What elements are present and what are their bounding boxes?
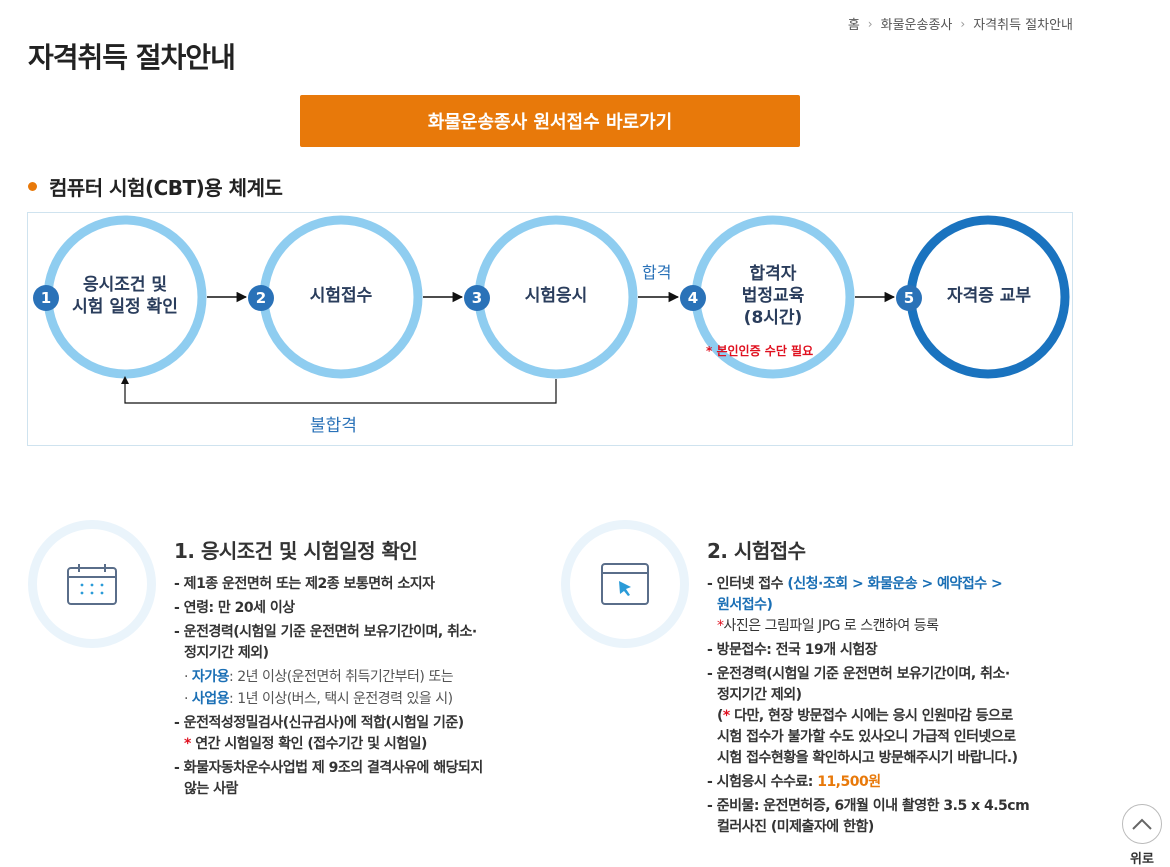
chevron-right-icon: › (960, 16, 966, 31)
step-1-label: 응시조건 및 시험 일정 확인 (72, 275, 178, 317)
step-2-label: 시험접수 (309, 286, 373, 306)
chevron-up-icon (1132, 818, 1152, 830)
breadcrumb-current: 자격취득 절차안내 (973, 18, 1073, 33)
step-1-list: - 제1종 운전면허 또는 제2종 보통면허 소지자 - 연령: 만 20세 이… (174, 574, 544, 803)
step-4-badge: 4 (680, 285, 706, 311)
step-5-badge: 5 (896, 285, 922, 311)
fail-return-arrowhead (121, 376, 129, 384)
step-1-title: 1. 응시조건 및 시험일정 확인 (174, 539, 418, 563)
list-item: - 운전경력(시험일 기준 운전면허 보유기간이며, 취소·정지기간 제외) (174, 624, 477, 661)
list-item: - 운전적성정밀검사(신규검사)에 적합(시험일 기준)* 연간 시험일정 확인… (174, 715, 464, 752)
list-item: · 자가용: 2년 이상(운전면허 취득기간부터) 또는 (184, 669, 454, 685)
list-item: - 연령: 만 20세 이상 (174, 600, 295, 616)
page-title: 자격취득 절차안내 (28, 41, 236, 74)
chevron-right-icon: › (867, 16, 873, 31)
auth-required-note: * 본인인증 수단 필요 (706, 344, 814, 358)
pass-label: 합격 (642, 263, 672, 282)
fail-return-arrow (124, 379, 557, 404)
window-cursor-icon-circle (561, 520, 689, 648)
calendar-icon-circle (28, 520, 156, 648)
bullet-dot-icon (28, 182, 37, 191)
section-title: 컴퓨터 시험(CBT)용 체계도 (28, 172, 283, 201)
list-item: - 인터넷 접수 (신청·조회 > 화물운송 > 예약접수 > 원서접수) *사… (707, 576, 1003, 634)
list-item: - 제1종 운전면허 또는 제2종 보통면허 소지자 (174, 576, 435, 592)
calendar-icon (67, 564, 117, 605)
step-2-list: - 인터넷 접수 (신청·조회 > 화물운송 > 예약접수 > 원서접수) *사… (707, 574, 1087, 841)
online-apply-path-link[interactable]: (신청·조회 > 화물운송 > 예약접수 > (787, 576, 1003, 592)
step-5-label: 자격증 교부 (946, 286, 1032, 306)
fail-label: 불합격 (310, 416, 357, 436)
list-item: - 시험응시 수수료: 11,500원 (707, 774, 881, 790)
step-3-badge: 3 (464, 285, 490, 311)
step-2-badge: 2 (248, 285, 274, 311)
step-2-title: 2. 시험접수 (707, 539, 806, 563)
window-cursor-icon (601, 563, 649, 605)
step-4-label: 합격자 법정교육 (8시간) (741, 264, 805, 328)
scroll-top-label[interactable]: 위로 (1130, 852, 1154, 867)
breadcrumb-category[interactable]: 화물운송종사 (880, 18, 953, 33)
apply-shortcut-button[interactable]: 화물운송종사 원서접수 바로가기 (300, 95, 800, 147)
breadcrumb: 홈 › 화물운송종사 › 자격취득 절차안내 (847, 14, 1073, 34)
list-item: - 방문접수: 전국 19개 시험장 (707, 642, 878, 658)
flow-diagram-svg (43, 215, 1070, 404)
list-item: · 사업용: 1년 이상(버스, 택시 운전경력 있을 시) (184, 691, 453, 707)
list-item: - 운전경력(시험일 기준 운전면허 보유기간이며, 취소· 정지기간 제외) … (707, 666, 1018, 766)
step-3-label: 시험응시 (524, 286, 588, 306)
breadcrumb-home[interactable]: 홈 (847, 18, 860, 33)
step-1-badge: 1 (33, 285, 59, 311)
section-title-text: 컴퓨터 시험(CBT)용 체계도 (49, 176, 283, 200)
scroll-top-button[interactable] (1122, 804, 1162, 844)
flow-diagram: 1 응시조건 및 시험 일정 확인 2 시험접수 3 시험응시 합격 4 합격자… (27, 212, 1073, 446)
